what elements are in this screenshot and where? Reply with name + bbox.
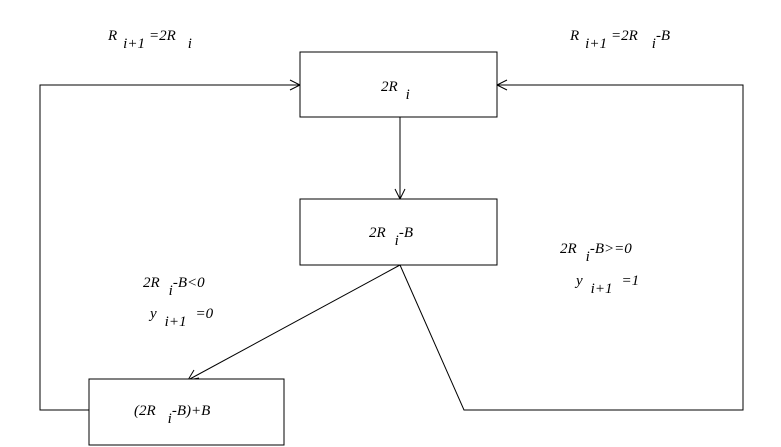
diagonal-arrow-line bbox=[187, 264, 401, 381]
loop-right-line bbox=[399, 84, 744, 411]
subtract-box bbox=[299, 198, 498, 266]
shift-box bbox=[299, 51, 498, 118]
restore-box bbox=[88, 378, 285, 446]
loop-left-line bbox=[39, 84, 300, 411]
